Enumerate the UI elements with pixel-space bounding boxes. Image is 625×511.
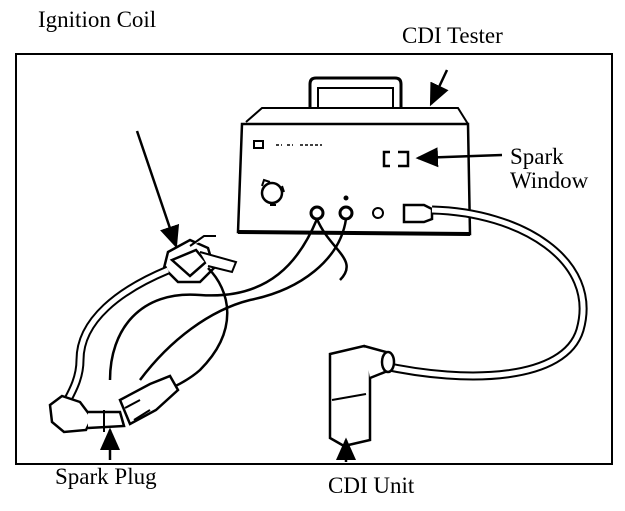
cdi-tester-arrow xyxy=(431,70,447,104)
terminal-3 xyxy=(373,208,383,218)
ignition-coil-arrow xyxy=(137,131,176,246)
terminal-1 xyxy=(311,207,323,219)
tester-lid xyxy=(246,108,468,124)
terminal-2 xyxy=(340,207,352,219)
spark-window xyxy=(384,152,408,166)
spark-plug xyxy=(50,376,178,432)
figure-frame xyxy=(16,54,612,464)
spark-window-arrow xyxy=(418,155,502,158)
cdi-unit xyxy=(330,346,394,446)
tester-leads xyxy=(110,219,347,380)
tester-body xyxy=(238,124,470,234)
tester-handle xyxy=(310,78,401,108)
tester-connector xyxy=(404,205,432,222)
tester-knob xyxy=(262,180,284,205)
